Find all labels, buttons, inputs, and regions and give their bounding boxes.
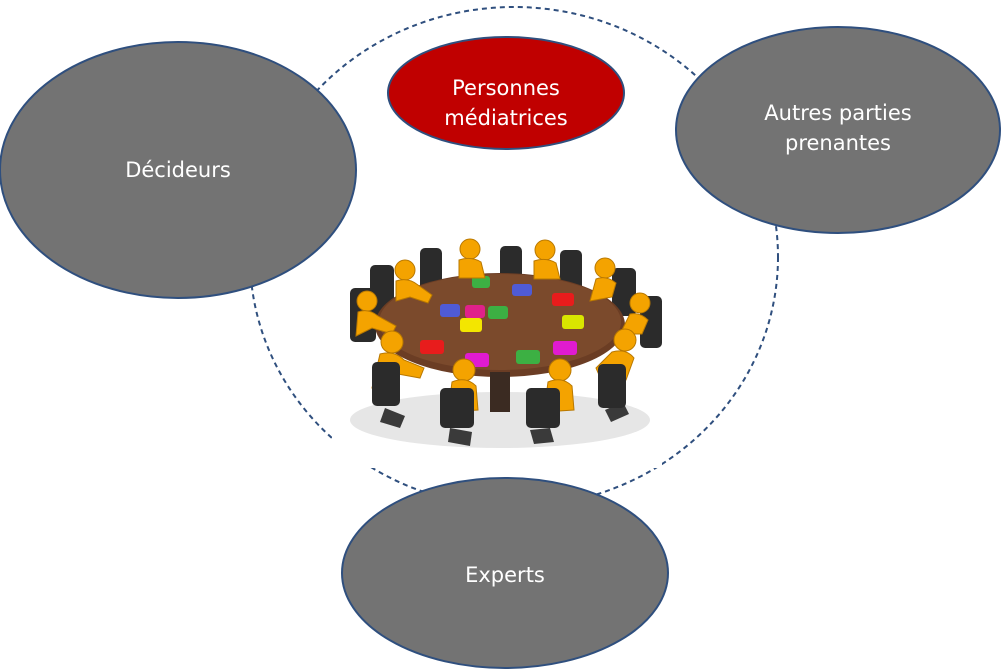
experts-ellipse — [341, 477, 669, 669]
parties-prenantes-label: Autres parties prenantes — [764, 101, 912, 155]
decideurs-label: Décideurs — [125, 158, 231, 182]
meeting-illustration — [332, 238, 662, 468]
parties-prenantes-ellipse — [675, 26, 1001, 234]
mediatrices-label: Personnes médiatrices — [444, 76, 568, 130]
decideurs-ellipse — [0, 41, 357, 299]
experts-label: Experts — [465, 563, 545, 587]
mediatrices-ellipse — [387, 36, 625, 150]
dashed-enclosing-circle — [249, 6, 779, 508]
